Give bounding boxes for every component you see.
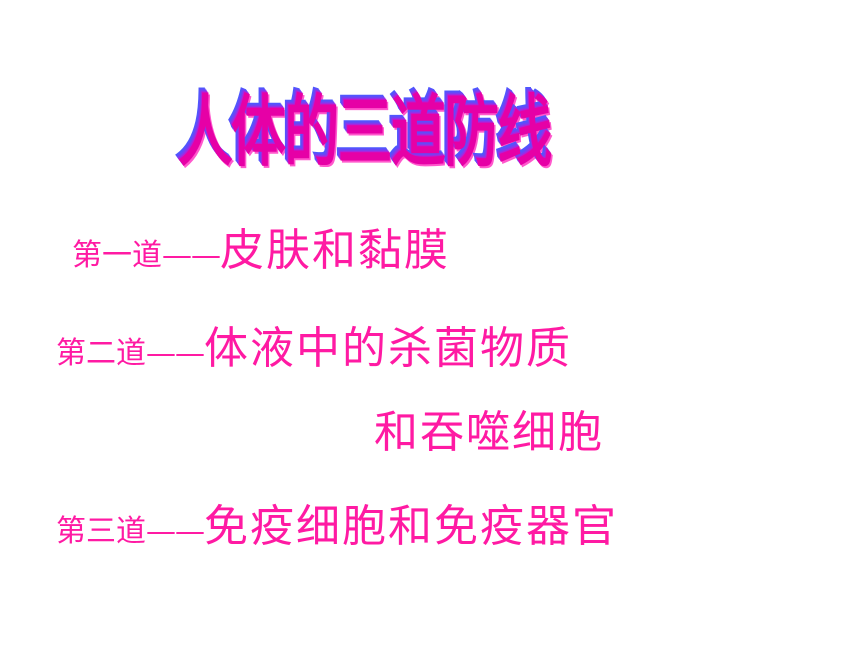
defense-line-3-dash: —— <box>146 514 205 549</box>
defense-line-3: 第三道——免疫细胞和免疫器官 <box>56 490 618 554</box>
defense-line-2-dash: —— <box>146 336 205 371</box>
defense-line-3-label: 第三道 <box>56 514 146 549</box>
defense-line-1-label: 第一道 <box>72 238 162 273</box>
defense-line-1: 第一道——皮肤和黏膜 <box>72 214 450 278</box>
defense-line-1-content: 皮肤和黏膜 <box>220 225 450 276</box>
defense-line-2: 第二道——体液中的杀菌物质 <box>56 312 572 376</box>
defense-line-2-continuation: 和吞噬细胞 <box>374 396 604 460</box>
slide-title: 人体的三道防线 <box>178 86 552 177</box>
defense-line-2-continuation-text: 和吞噬细胞 <box>374 407 604 458</box>
defense-line-2-content: 体液中的杀菌物质 <box>204 323 572 374</box>
defense-line-1-dash: —— <box>162 238 221 273</box>
defense-line-2-label: 第二道 <box>56 336 146 371</box>
defense-line-3-content: 免疫细胞和免疫器官 <box>204 501 618 552</box>
